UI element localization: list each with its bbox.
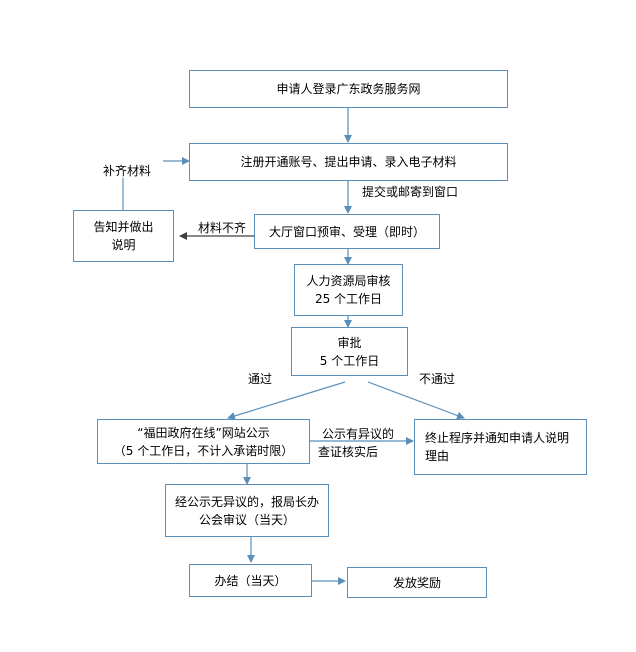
login-text: 申请人登录广东政务服务网: [276, 82, 421, 96]
register-text: 注册开通账号、提出申请、录入电子材料: [240, 155, 457, 169]
register-box: 注册开通账号、提出申请、录入电子材料: [189, 143, 508, 181]
window-review-text: 大厅窗口预审、受理（即时）: [268, 224, 425, 239]
terminate-text: 终止程序并通知申请人说明理由: [425, 431, 570, 463]
meeting-line2: 公会审议（当天）: [198, 512, 295, 527]
publicity-box: “福田政府在线”网站公示 （5 个工作日，不计入承诺时限）: [97, 419, 310, 464]
notify-reason-text: 告知并做出说明: [93, 220, 154, 252]
objection-label-line2: 查证核实后: [318, 445, 379, 459]
incomplete-label: 材料不齐: [198, 221, 247, 235]
hr-review-line2: 25 个工作日: [314, 292, 383, 306]
complete-text: 办结（当天）: [214, 573, 287, 588]
approval-line2: 5 个工作日: [319, 353, 380, 368]
arrow-pass-to-publicity: [227, 381, 346, 420]
hr-review-box: 人力资源局审核 25 个工作日: [294, 264, 403, 316]
meeting-line1: 经公示无异议的，报局长办: [174, 494, 319, 509]
terminate-box: 终止程序并通知申请人说明理由: [414, 419, 587, 475]
reward-box: 发放奖励: [347, 567, 487, 598]
hr-review-line1: 人力资源局审核: [306, 274, 391, 288]
arrow-fail-to-terminate: [367, 381, 465, 420]
login-box: 申请人登录广东政务服务网: [189, 70, 508, 108]
reward-text: 发放奖励: [392, 575, 441, 590]
publicity-line2: （5 个工作日，不计入承诺时限）: [113, 443, 294, 458]
complete-box: 办结（当天）: [189, 564, 312, 597]
supplement-label: 补齐材料: [103, 164, 152, 178]
notify-reason-box: 告知并做出说明: [73, 210, 174, 262]
objection-label-line1: 公示有异议的: [322, 427, 395, 441]
approval-box: 审批 5 个工作日: [291, 327, 408, 376]
meeting-box: 经公示无异议的，报局长办 公会审议（当天）: [165, 484, 329, 537]
submit-label: 提交或邮寄到窗口: [362, 185, 459, 199]
fail-label: 不通过: [419, 372, 456, 386]
pass-label: 通过: [248, 372, 273, 386]
window-review-box: 大厅窗口预审、受理（即时）: [254, 214, 440, 249]
approval-line1: 审批: [337, 335, 362, 350]
publicity-line1: “福田政府在线”网站公示: [137, 425, 270, 440]
